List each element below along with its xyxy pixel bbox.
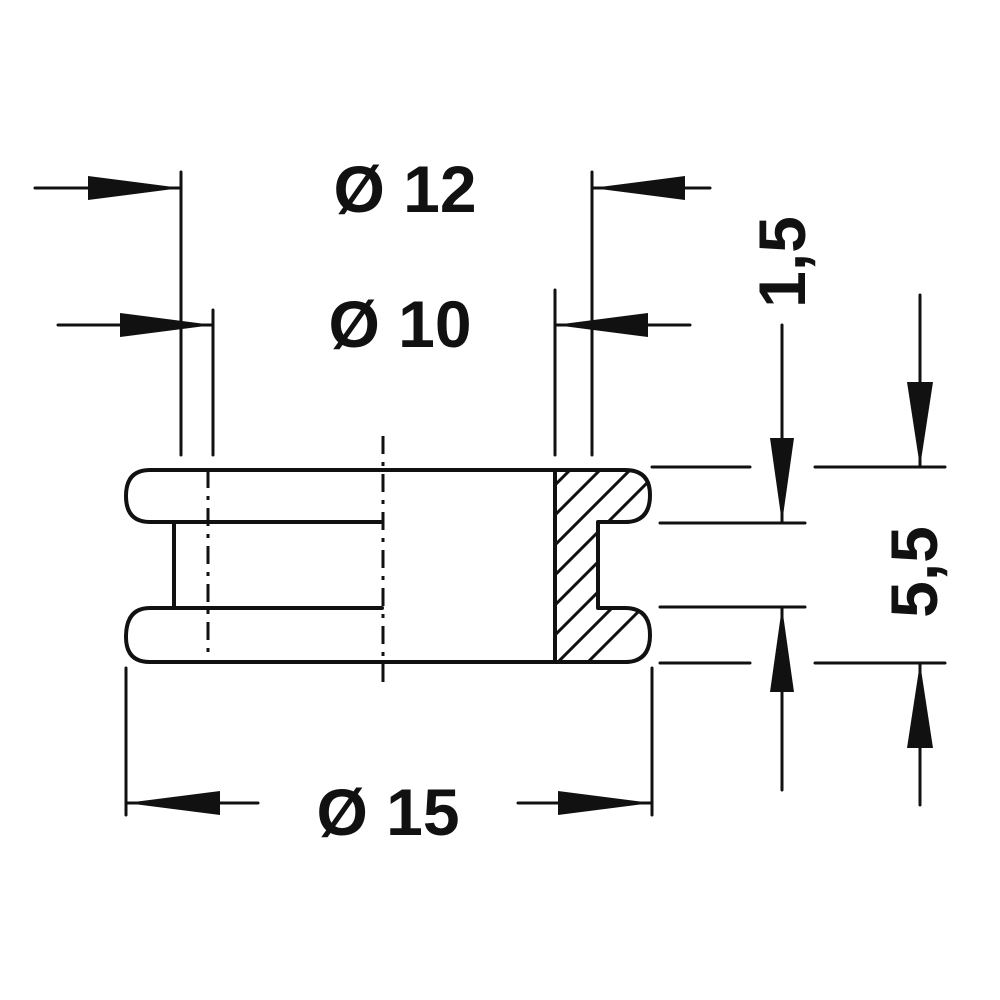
- dimension-label-height: 5,5: [877, 526, 951, 618]
- dimension-outer-diameter: Ø 12: [33, 152, 712, 226]
- arrow-down-icon: [907, 382, 933, 467]
- arrow-left-icon: [592, 176, 685, 200]
- dimension-label-outer: Ø 12: [333, 152, 476, 226]
- arrow-up-icon: [770, 607, 794, 692]
- dimension-groove-width: 1,5: [745, 216, 819, 792]
- arrow-right-icon: [558, 791, 652, 815]
- extension-lines: [124, 170, 947, 817]
- dimension-label-inner: Ø 10: [328, 287, 471, 361]
- arrow-right-icon: [120, 313, 213, 337]
- grommet-outline: [124, 468, 652, 664]
- grommet-body: [124, 436, 652, 690]
- dimension-flange-diameter: Ø 15: [124, 775, 654, 849]
- dimension-label-groove: 1,5: [745, 216, 819, 308]
- arrow-left-icon: [555, 313, 648, 337]
- arrow-down-icon: [770, 438, 794, 523]
- arrow-left-icon: [126, 791, 220, 815]
- dimension-total-height: 5,5: [877, 293, 951, 807]
- dimension-inner-diameter: Ø 10: [56, 287, 692, 361]
- arrow-up-icon: [907, 663, 933, 748]
- dimension-label-flange: Ø 15: [316, 775, 459, 849]
- arrow-right-icon: [88, 176, 181, 200]
